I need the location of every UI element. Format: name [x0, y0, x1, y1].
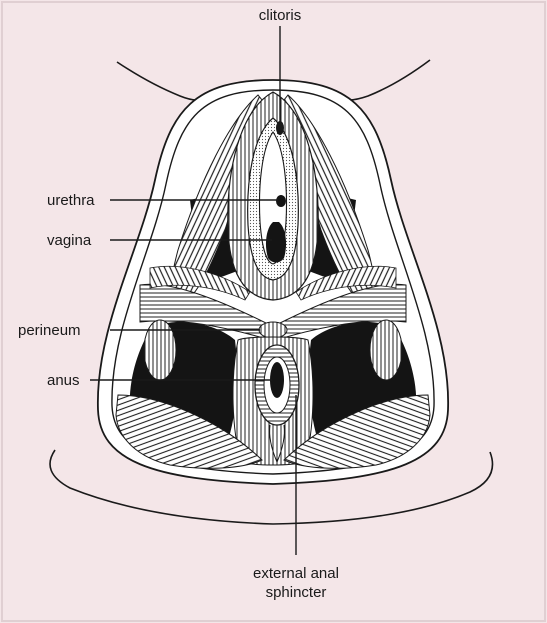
label-perineum: perineum — [18, 322, 81, 339]
label-external-anal-sphincter-line1: external anal — [253, 565, 339, 582]
urethral-opening — [276, 195, 286, 207]
perineal-body — [259, 322, 287, 338]
label-vagina: vagina — [47, 232, 92, 249]
label-external-anal-sphincter-line2: sphincter — [266, 584, 327, 601]
left-side-oval — [144, 320, 176, 380]
anal-opening — [270, 362, 284, 398]
label-urethra: urethra — [47, 192, 95, 209]
label-clitoris: clitoris — [259, 7, 302, 24]
label-anus: anus — [47, 372, 80, 389]
right-side-oval — [370, 320, 402, 380]
vaginal-opening — [266, 222, 286, 263]
